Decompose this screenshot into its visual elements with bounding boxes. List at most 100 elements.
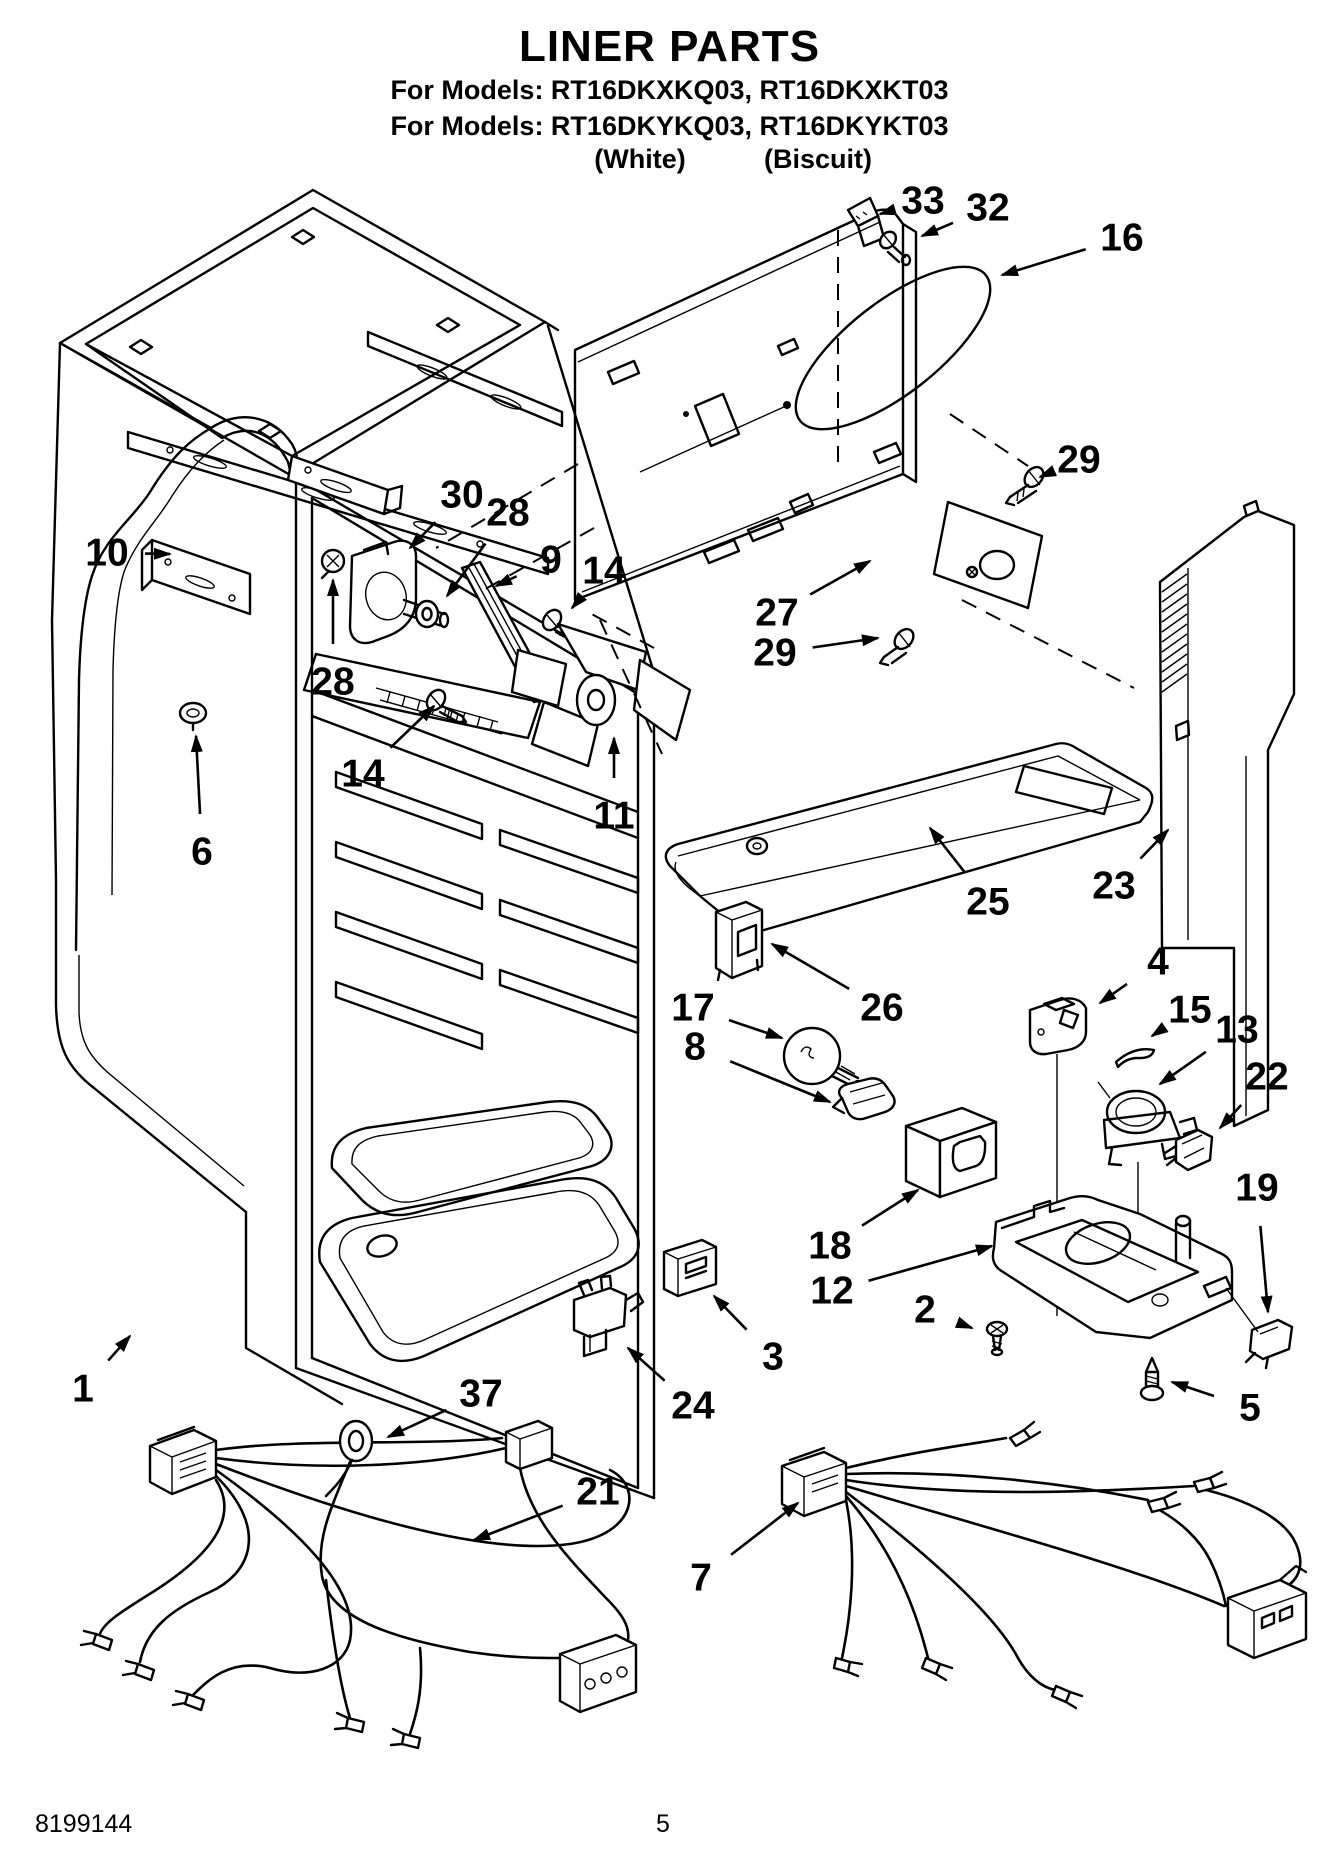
callout-arrow-37 — [386, 1408, 448, 1439]
callout-label-21: 21 — [576, 1471, 619, 1514]
callout-label-19: 19 — [1235, 1167, 1278, 1210]
access-plate-27 — [932, 500, 1044, 610]
callout-label-2: 2 — [914, 1289, 936, 1332]
screw-2 — [985, 1320, 1009, 1357]
callout-arrow-13 — [1158, 1050, 1207, 1086]
callout-arrow-28 — [445, 542, 487, 598]
center-mount-bracket — [286, 454, 404, 516]
callout-label-33: 33 — [901, 180, 944, 223]
callout-label-17: 17 — [671, 987, 714, 1030]
callout-label-26: 26 — [860, 987, 903, 1030]
control-grille-25 — [664, 742, 1154, 934]
callout-arrow-12 — [868, 1244, 994, 1282]
callout-arrow-29 — [1038, 465, 1058, 479]
callout-label-3: 3 — [762, 1336, 784, 1379]
callout-label-8: 8 — [684, 1026, 706, 1069]
callout-label-7: 7 — [690, 1557, 712, 1600]
callout-arrow-7 — [730, 1501, 800, 1556]
callout-label-5: 5 — [1239, 1387, 1261, 1430]
callout-arrow-19 — [1259, 1225, 1273, 1314]
callout-label-12: 12 — [810, 1270, 853, 1313]
callout-arrow-33 — [878, 203, 898, 216]
callout-arrow-15 — [1150, 1022, 1169, 1038]
page-number: 5 — [656, 1810, 670, 1838]
callout-label-29: 29 — [753, 632, 796, 675]
callout-arrow-25 — [928, 826, 966, 873]
screw-5 — [1139, 1356, 1165, 1402]
callout-arrow-22 — [1218, 1104, 1243, 1130]
callout-arrow-32 — [920, 221, 954, 238]
callout-arrow-14 — [389, 704, 436, 749]
callout-arrow-21 — [472, 1504, 564, 1542]
callout-label-29: 29 — [1057, 439, 1100, 482]
callout-label-28: 28 — [311, 661, 354, 704]
callout-arrow-9 — [494, 573, 518, 588]
callout-arrow-6 — [190, 734, 203, 815]
wire-harness-21 — [79, 1419, 638, 1750]
relay-26 — [714, 900, 764, 982]
models-line-2: For Models: RT16DKYKQ03, RT16DKYKT03 — [390, 111, 949, 141]
screw-14-lower — [425, 688, 468, 724]
callout-arrow-16 — [1000, 247, 1087, 277]
models-line-1: For Models: RT16DKXKQ03, RT16DKXKT03 — [390, 75, 949, 105]
callout-label-10: 10 — [85, 532, 128, 575]
hole-plug-6 — [178, 701, 208, 732]
callout-arrow-27 — [809, 559, 872, 596]
control-bracket-12 — [991, 1195, 1259, 1340]
callout-label-16: 16 — [1100, 217, 1143, 260]
callout-arrow-17 — [728, 1018, 784, 1040]
callout-arrow-8 — [729, 1060, 832, 1104]
callout-arrow-5 — [1170, 1380, 1215, 1398]
callout-arrow-23 — [1139, 828, 1170, 860]
callout-label-30: 30 — [440, 474, 483, 517]
liner-cabinet — [50, 188, 660, 1500]
callout-arrow-1 — [107, 1334, 132, 1362]
callout-arrow-4 — [1098, 982, 1128, 1005]
evaporator-fan-motor-30 — [348, 539, 450, 645]
callout-arrow-18 — [861, 1188, 920, 1227]
clip-24 — [572, 1274, 645, 1358]
callout-label-25: 25 — [966, 881, 1009, 924]
callout-arrow-3 — [712, 1294, 748, 1331]
callout-label-4: 4 — [1147, 941, 1169, 984]
callout-label-13: 13 — [1215, 1009, 1258, 1052]
callout-label-14: 14 — [582, 550, 626, 593]
page-title: LINER PARTS — [518, 22, 821, 71]
screw-32 — [878, 230, 912, 267]
callout-label-28: 28 — [486, 492, 529, 535]
air-duct-23 — [1158, 499, 1296, 1128]
color-variants-row: (White) (Biscuit) — [0, 144, 1339, 180]
callout-label-24: 24 — [671, 1385, 715, 1428]
callout-label-23: 23 — [1092, 865, 1135, 908]
callout-label-22: 22 — [1245, 1056, 1288, 1099]
fan-blade-11 — [510, 622, 692, 768]
callout-arrow-30 — [408, 521, 437, 550]
callout-label-14: 14 — [341, 753, 385, 796]
callout-label-18: 18 — [808, 1225, 851, 1268]
hanger-bracket-10 — [140, 538, 252, 616]
callout-label-32: 32 — [966, 187, 1009, 230]
lamp-housing-18 — [904, 1106, 998, 1199]
color-variant-white: (White) — [594, 144, 686, 174]
callout-arrow-24 — [626, 1346, 666, 1382]
callout-arrow-2 — [954, 1316, 974, 1330]
bulb-socket-8 — [831, 1077, 896, 1121]
callout-arrow-26 — [770, 942, 850, 991]
callout-label-11: 11 — [593, 795, 634, 838]
callout-label-1: 1 — [72, 1368, 94, 1411]
sensor-19 — [1244, 1318, 1294, 1370]
motor-grommet-28 — [414, 599, 440, 629]
document-number: 8199144 — [35, 1810, 133, 1838]
callout-label-27: 27 — [755, 592, 798, 635]
callout-arrow-29 — [812, 634, 880, 649]
callout-label-6: 6 — [191, 831, 213, 874]
screw-29-lower — [878, 627, 915, 667]
screw-28 — [320, 548, 346, 580]
clip-3 — [662, 1238, 718, 1298]
callout-label-15: 15 — [1168, 989, 1211, 1032]
callout-label-37: 37 — [459, 1373, 502, 1416]
terminal-clip-22 — [1163, 1128, 1214, 1172]
